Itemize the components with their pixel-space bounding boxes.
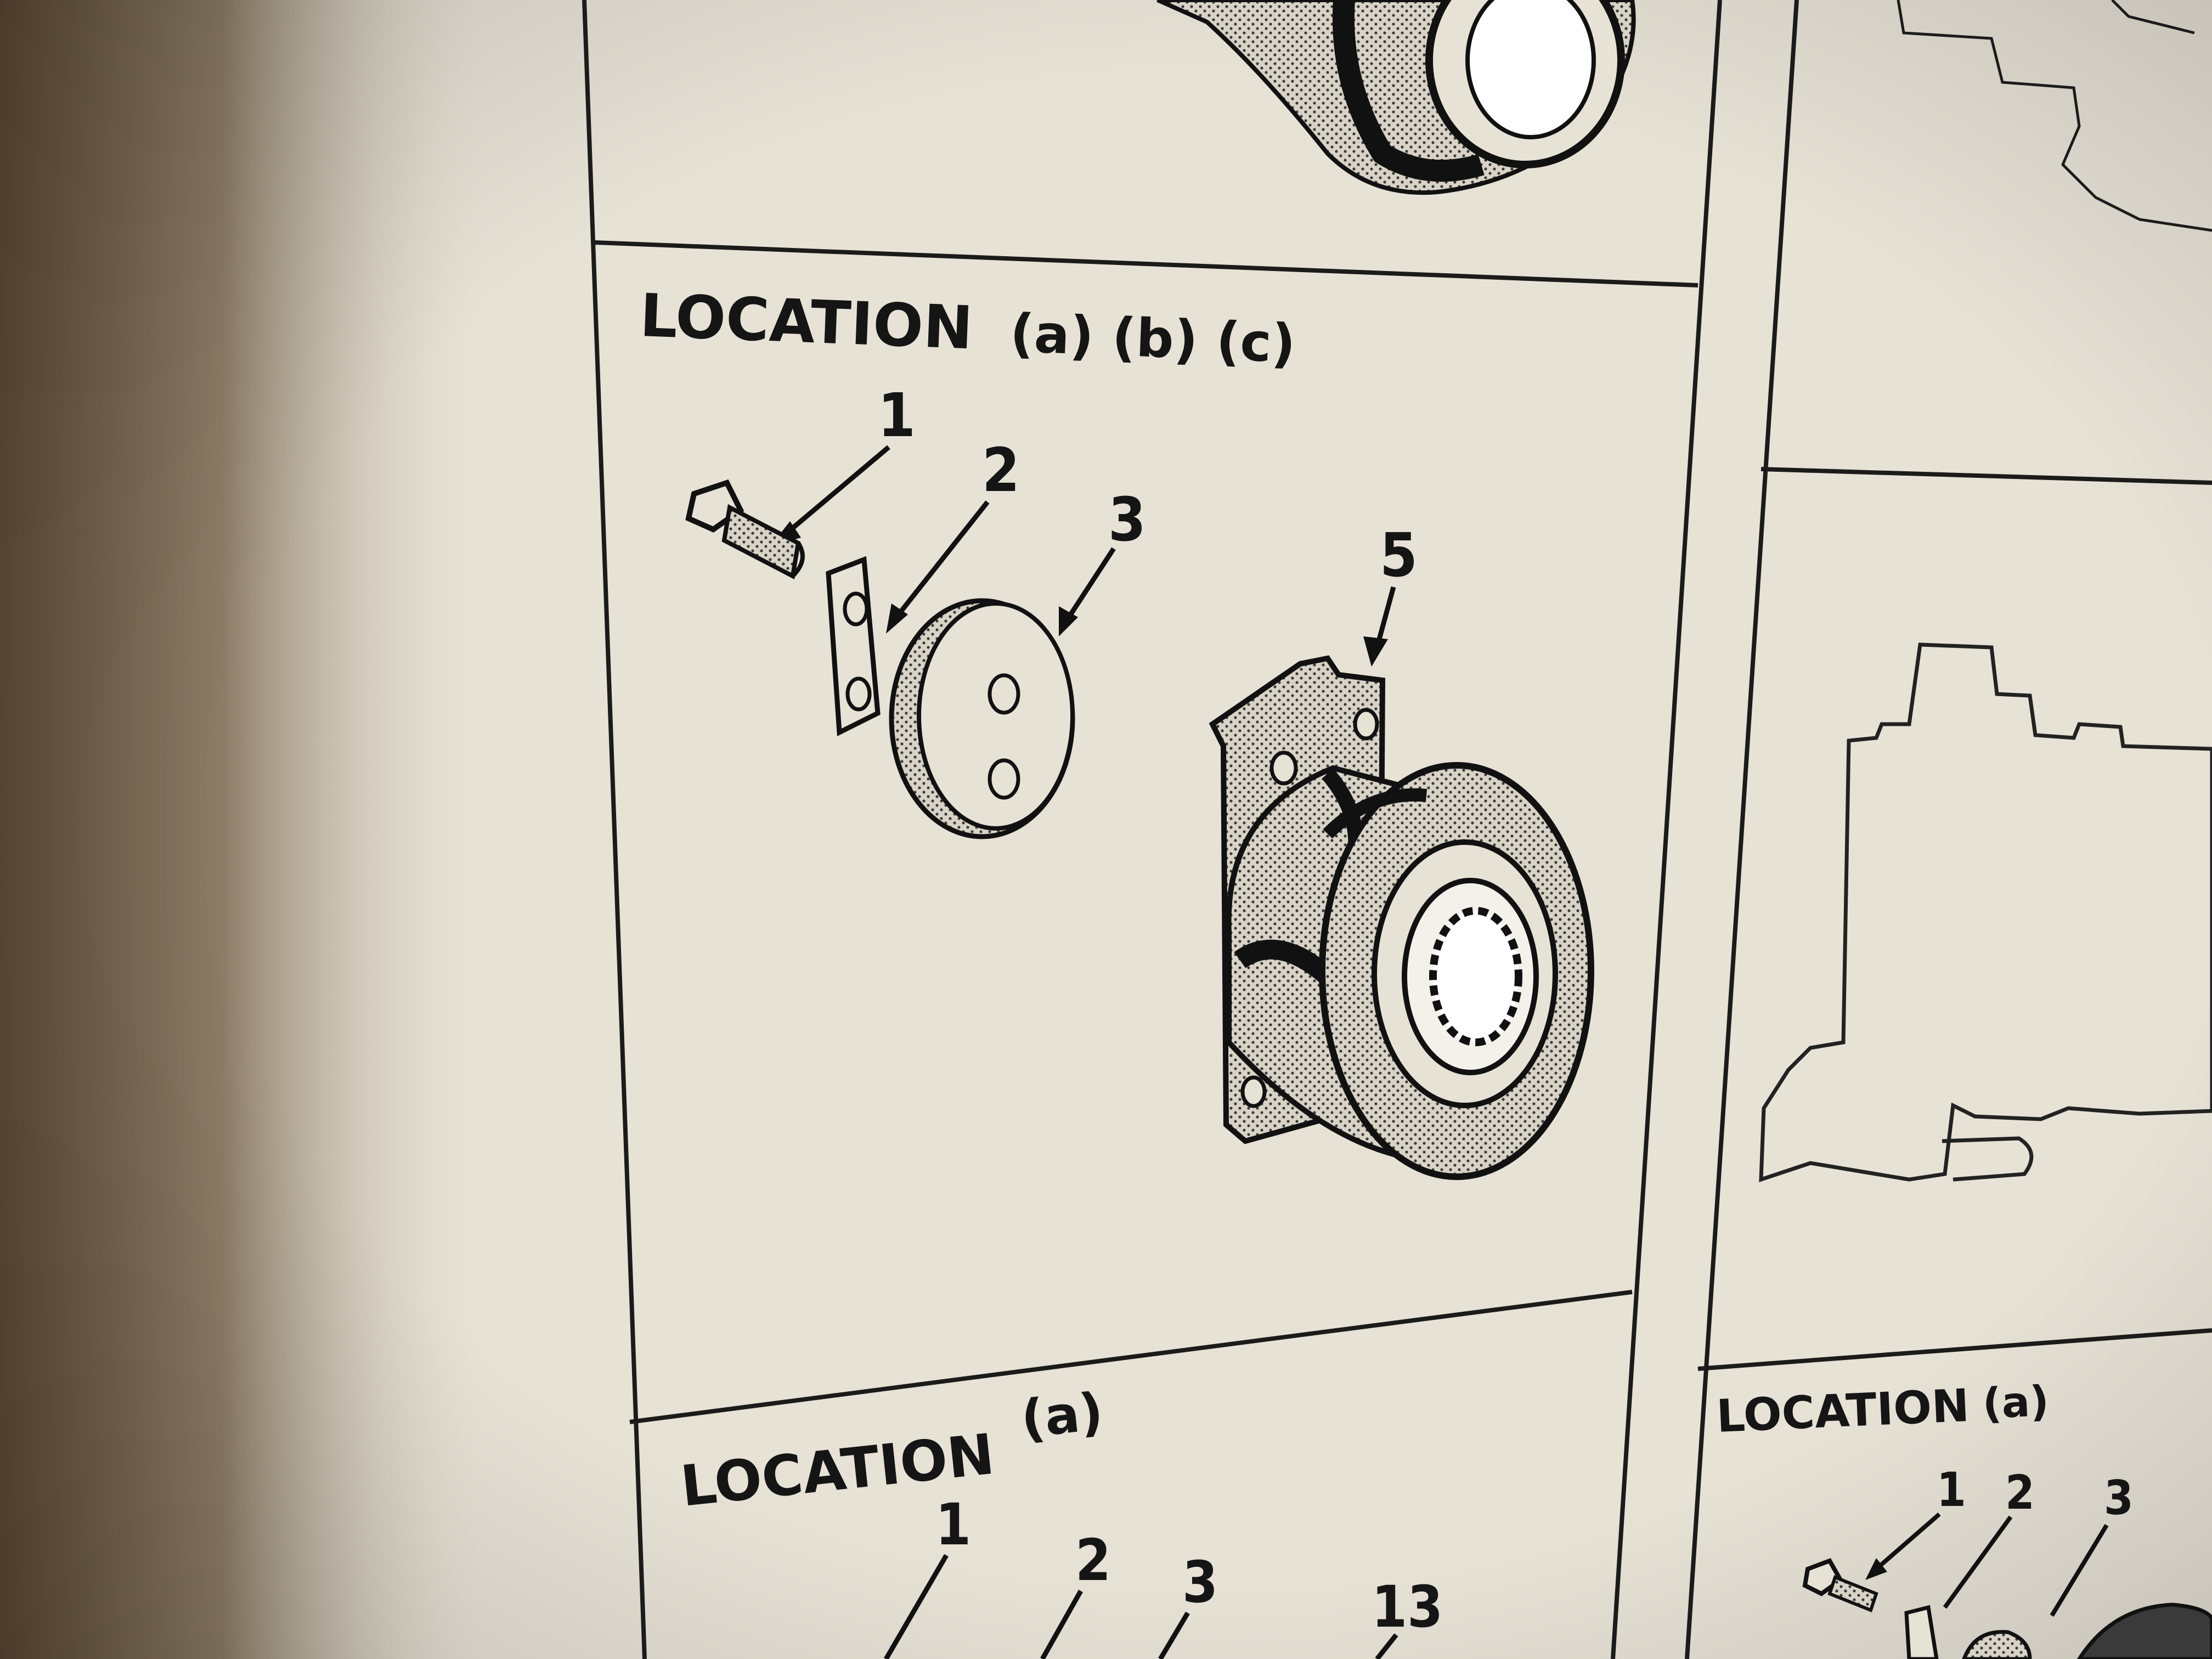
- washer-disc-part: [889, 598, 1075, 839]
- bottom-left-heading-codes: (a): [1018, 1382, 1106, 1450]
- br-callout-1: 1: [1937, 1463, 1966, 1517]
- br-plate-part: [1904, 1605, 1939, 1659]
- br-callout-2: 2: [2005, 1465, 2035, 1520]
- callout-5: 5: [1380, 520, 1418, 590]
- bl-callout-3: 3: [1182, 1549, 1218, 1616]
- br-bolt-part: [1802, 1558, 1878, 1612]
- bl-callout-2: 2: [1075, 1527, 1111, 1594]
- bottom-right-heading-location: LOCATION: [1716, 1380, 1971, 1443]
- bottom-right-heading-codes: (a): [1982, 1376, 2050, 1428]
- bolt-part: [685, 479, 805, 580]
- top-right-outline-drawing: [1897, 0, 2212, 232]
- lock-plate-part: [826, 556, 881, 737]
- main-heading-codes: (a) (b) (c): [1009, 302, 1296, 375]
- br-disc-part: [1962, 1630, 2032, 1659]
- table-frame: [582, 0, 2212, 1659]
- br-callout-3: 3: [2104, 1471, 2134, 1526]
- callout-2: 2: [982, 435, 1020, 505]
- callout-3: 3: [1108, 484, 1146, 555]
- main-panel: LOCATION (a) (b) (c) 1 2 3: [639, 281, 1594, 1180]
- top-partial-hub-illustration: [1156, 0, 1636, 195]
- flange-yoke-part: [1209, 655, 1594, 1180]
- br-hub-part: [2076, 1602, 2212, 1659]
- main-heading-location: LOCATION: [639, 281, 974, 363]
- right-outline-drawing: [1759, 642, 2212, 1182]
- bl-callout-13: 13: [1372, 1573, 1443, 1640]
- bottom-right-panel: LOCATION (a) 1 2 3: [1716, 1376, 2212, 1659]
- callout-1: 1: [878, 380, 916, 450]
- bl-callout-1: 1: [935, 1491, 971, 1558]
